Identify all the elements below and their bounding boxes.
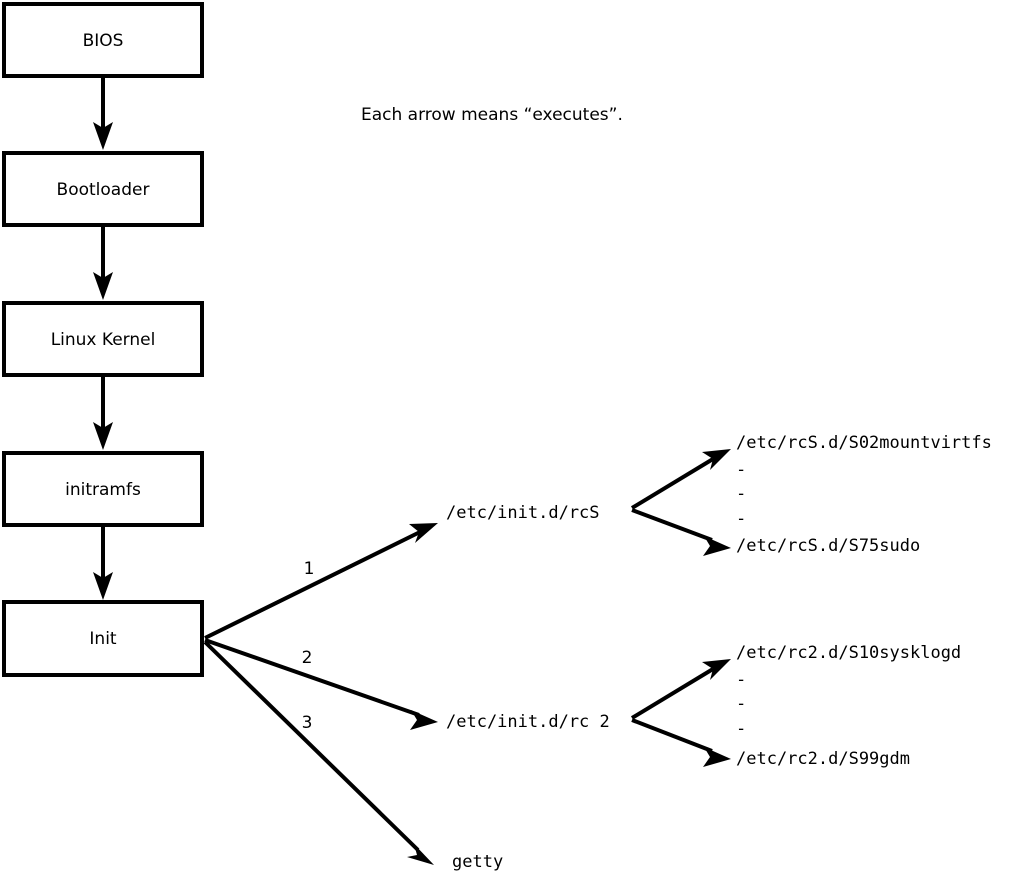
- arrow-initramfs-to-init: [93, 525, 113, 600]
- branch-2-init-to-rc2: [204, 638, 438, 730]
- node-bios[interactable]: BIOS: [2, 2, 204, 78]
- arrow-head-icon: [410, 710, 438, 730]
- legend-note: Each arrow means “executes”.: [361, 105, 623, 125]
- script-rcs-ellipsis-1: -: [736, 460, 746, 480]
- script-rc2-ellipsis-3: -: [736, 719, 746, 739]
- arrow-head-icon: [409, 523, 438, 543]
- node-bootloader[interactable]: Bootloader: [2, 151, 204, 227]
- branch-1-number: 1: [304, 559, 315, 579]
- arrow-head-icon: [703, 536, 731, 556]
- arrow-head-icon: [702, 449, 731, 470]
- node-initramfs-rect: [2, 451, 204, 527]
- script-rcs-last: /etc/rcS.d/S75sudo: [736, 536, 920, 556]
- node-bios-rect: [2, 2, 204, 78]
- script-rcs-ellipsis-2: -: [736, 484, 746, 504]
- node-initramfs[interactable]: initramfs: [2, 451, 204, 527]
- node-bootloader-label: Bootloader: [57, 180, 150, 200]
- branch-1-init-to-rcs: [204, 523, 438, 640]
- script-rc2-first: /etc/rc2.d/S10sysklogd: [736, 643, 961, 663]
- branch-rc2-to-first-script: [630, 659, 731, 720]
- arrow-head-icon: [703, 747, 731, 767]
- node-getty-label[interactable]: getty: [452, 852, 503, 872]
- arrow-bios-to-bootloader: [93, 76, 113, 150]
- node-init-label: Init: [89, 629, 117, 649]
- arrow-bootloader-to-kernel: [93, 225, 113, 300]
- node-rcs-script-label[interactable]: /etc/init.d/rcS: [446, 503, 600, 523]
- script-rc2-ellipsis-2: -: [736, 694, 746, 714]
- node-bios-label: BIOS: [83, 31, 124, 51]
- node-linux-kernel-label: Linux Kernel: [51, 330, 156, 350]
- arrow-head-icon: [93, 122, 113, 150]
- branch-2-number: 2: [302, 648, 313, 668]
- script-rc2-ellipsis-1: -: [736, 670, 746, 690]
- branch-3-init-to-getty: [203, 640, 434, 865]
- arrow-head-icon: [407, 844, 434, 865]
- arrow-head-icon: [93, 272, 113, 300]
- branch-rcs-to-last-script: [631, 508, 731, 556]
- arrow-kernel-to-initramfs: [93, 375, 113, 450]
- branch-3-number: 3: [302, 713, 313, 733]
- arrow-head-icon: [702, 659, 731, 680]
- script-rcs-ellipsis-3: -: [736, 509, 746, 529]
- arrow-head-icon: [93, 572, 113, 600]
- script-rc2-last: /etc/rc2.d/S99gdm: [736, 749, 910, 769]
- node-init-rect: [2, 600, 204, 677]
- node-linux-kernel[interactable]: Linux Kernel: [2, 301, 204, 377]
- node-initramfs-label: initramfs: [65, 480, 141, 500]
- node-init[interactable]: Init: [2, 600, 204, 677]
- branch-rc2-to-last-script: [631, 718, 731, 767]
- arrow-head-icon: [93, 422, 113, 450]
- node-rc2-script-label[interactable]: /etc/init.d/rc 2: [446, 712, 610, 732]
- branch-rcs-to-first-script: [630, 449, 731, 510]
- script-rcs-first: /etc/rcS.d/S02mountvirtfs: [736, 433, 992, 453]
